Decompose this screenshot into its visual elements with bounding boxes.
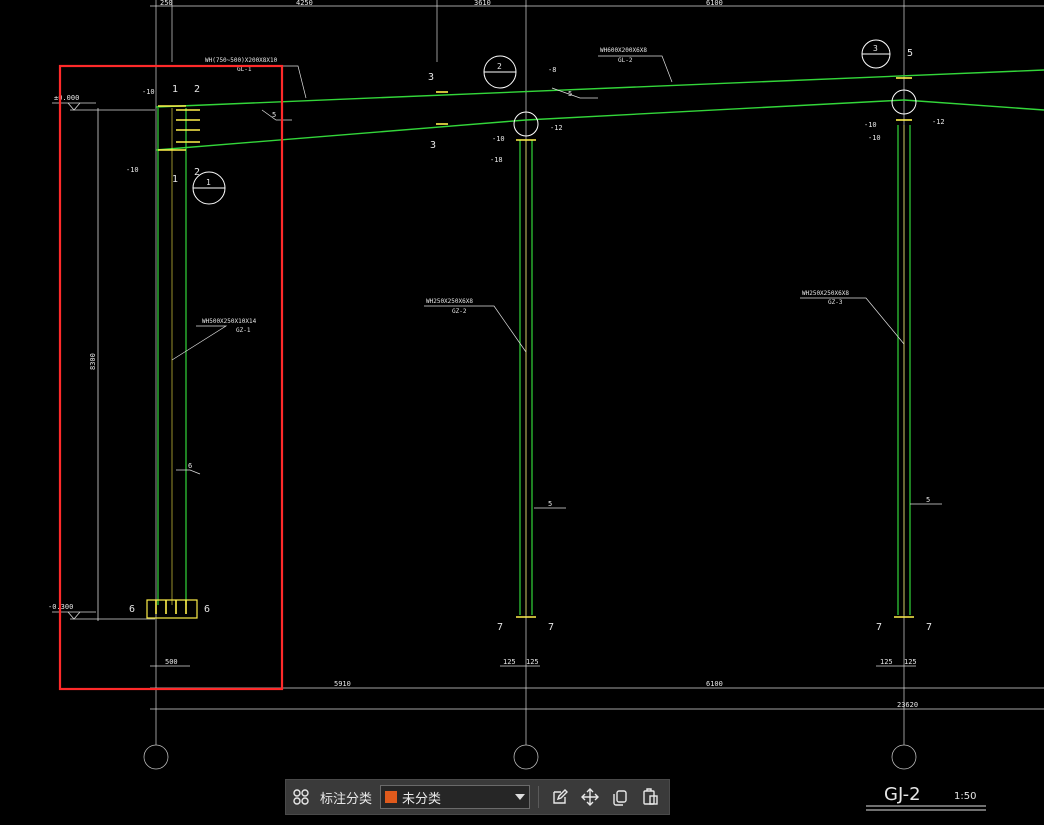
copy-icon[interactable] [605,779,635,815]
category-selected-value: 未分类 [402,791,442,807]
base-plate-1 [146,599,198,619]
dim-top-4: 6100 [706,0,723,7]
plate-mark-2: -10 [126,166,139,174]
plate-mark-1: -10 [142,88,155,96]
plate-mark-7: -10 [864,121,877,129]
axis-bubble-1 [143,744,169,770]
category-color-swatch [385,791,398,803]
plate-mark-8: -10 [868,134,881,142]
title-underline [866,805,986,811]
weld-mark-1: 5 [272,111,276,119]
plate-mark-9: -12 [932,118,945,126]
beam2-id: GL-2 [618,57,633,64]
column3-spec: WH250X250X6X8 [802,290,849,297]
paste-icon[interactable] [635,779,665,815]
section-mark-1-top: 1 [172,84,178,95]
plate-mark-6: -18 [490,156,503,164]
dim-base-1: 500 [165,658,178,666]
annotation-toolbar: 标注分类 未分类 [285,779,670,815]
bottom-dimension [150,665,1044,710]
section-mark-6-left: 6 [129,604,135,615]
drawing-title: GJ-2 [884,784,921,805]
section-mark-2-bottom: 2 [194,167,200,178]
section-mark-3-bottom: 3 [430,140,436,151]
selection-highlight-box [58,64,284,691]
plate-mark-3: -8 [548,66,556,74]
beam2-spec: WH600X200X6X8 [600,47,647,54]
plate-mark-5: -10 [492,135,505,143]
dim-top-1: 250 [160,0,173,7]
weld-mark-2: 5 [568,90,572,98]
dim-top-3: 3610 [474,0,491,7]
dim-base-3: 125 [526,658,539,666]
section-mark-7-c: 7 [876,622,882,633]
weld-mark-5: 5 [926,496,930,504]
axis-bubble-2 [513,744,539,770]
plate-mark-4: -12 [550,124,563,132]
section-mark-7-a: 7 [497,622,503,633]
column2-spec: WH250X250X6X8 [426,298,473,305]
steel-columns [157,108,911,615]
column1-spec: WH500X250X10X14 [202,318,257,325]
beam1-id: GL-1 [237,66,252,73]
category-dropdown[interactable]: 未分类 [380,785,531,809]
detail-number-1: 1 [206,178,211,187]
dim-bottom-1: 5910 [334,680,351,688]
grid-apps-icon[interactable] [286,779,316,815]
annotation-category-label: 标注分类 [320,791,373,807]
chevron-down-icon [515,794,526,800]
section-mark-2-top: 2 [194,84,200,95]
detail-callouts [192,39,917,205]
dim-base-4: 125 [880,658,893,666]
beam1-spec: WH(750~500)X200X8X10 [205,57,278,64]
drawing-scale: 1:50 [954,791,976,802]
dim-base-5: 125 [904,658,917,666]
move-icon[interactable] [575,779,605,815]
connection-plates [146,77,914,619]
edit-icon[interactable] [545,779,575,815]
dim-top-2: 4250 [296,0,313,7]
section-mark-6-right: 6 [204,604,210,615]
section-mark-7-d: 7 [926,622,932,633]
section-mark-7-b: 7 [548,622,554,633]
weld-mark-4: 5 [548,500,552,508]
axis-bubble-3 [891,744,917,770]
toolbar-separator [538,786,540,808]
dim-bottom-total: 23620 [897,701,918,709]
column3-id: GZ-3 [828,299,843,306]
column2-id: GZ-2 [452,308,467,315]
grid-lines [143,0,917,770]
elevation-markers [52,102,155,621]
dim-base-2: 125 [503,658,516,666]
detail-number-2: 2 [497,62,502,71]
height-dimension: 8300 [89,353,97,370]
rafter-beam [155,69,1044,151]
weld-mark-3: 6 [188,462,192,470]
section-mark-3-top: 3 [428,72,434,83]
detail-number-3: 3 [873,44,878,53]
section-mark-1-bottom: 1 [172,174,178,185]
elevation-top: ±0.000 [54,94,79,102]
section-mark-5: 5 [907,48,913,59]
column1-id: GZ-1 [236,327,251,334]
dim-bottom-2: 6100 [706,680,723,688]
